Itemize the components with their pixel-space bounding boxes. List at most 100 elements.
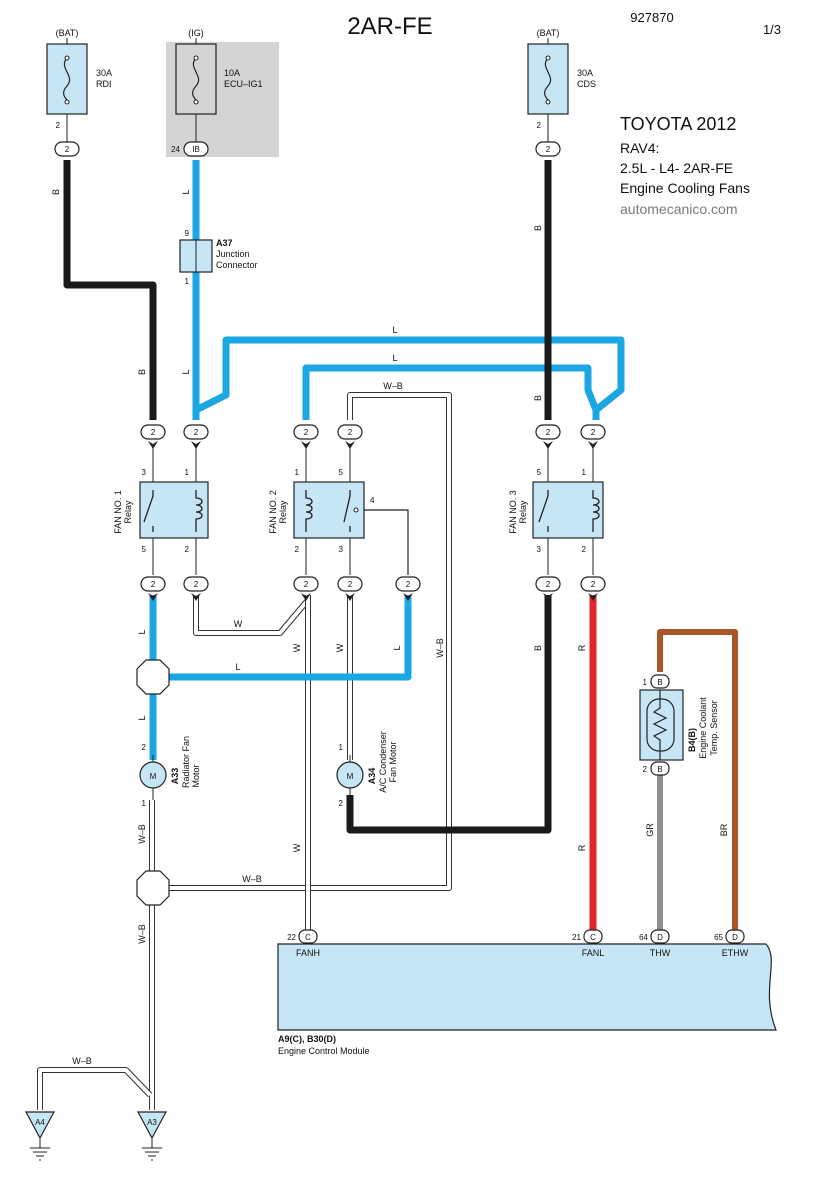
relay3-pin-tl: 5 [537, 468, 542, 477]
connector-label: 2 [591, 428, 596, 437]
ecm-terminal-conn: C [305, 933, 311, 942]
info-website: automecanico.com [620, 201, 738, 217]
switch-icon [538, 490, 549, 532]
info-model: RAV4: [620, 140, 659, 156]
fuse-cds-source: (BAT) [537, 28, 560, 38]
condenser-pin-top: 1 [339, 743, 344, 752]
ground-a3: A3 [136, 1111, 168, 1161]
sensor-conn-top: B [657, 678, 662, 687]
ecm-terminal-pin: 64 [639, 933, 648, 942]
relay-fan-no2: 1 5 4 2 3 FAN NO. 2 Relay [268, 448, 409, 575]
wire-w-relay1-relay2 [193, 595, 311, 636]
ecm-terminal-conn: D [732, 933, 738, 942]
fuse-ig-source: (IG) [188, 28, 204, 38]
ground-a4-label: A4 [35, 1118, 45, 1127]
wire-l-relay2 [302, 364, 600, 420]
sensor-conn-bottom: B [657, 765, 662, 774]
fuse-cds-name: CDS [577, 79, 596, 89]
wire-label: L [181, 189, 191, 194]
relay2-pin-bl: 2 [295, 545, 300, 554]
wire-label: W–B [435, 638, 445, 658]
junction-id: A37 [216, 238, 233, 248]
connector-pin: 24 [171, 145, 180, 154]
ecm-terminal-pin: 65 [714, 933, 723, 942]
arrow-down-icon [148, 441, 158, 449]
coil-icon [195, 490, 203, 532]
relay2-pin-tl: 1 [295, 468, 300, 477]
condenser-id: A34 [367, 768, 377, 785]
fuse-ecu-ig1: (IG) 10A ECU–IG1 [175, 28, 263, 142]
motor-symbol: M [347, 772, 354, 781]
junction-connector-a37: 9 1 A37 Junction Connector [179, 229, 258, 286]
relay-connector: 2 [140, 424, 166, 449]
switch-icon [143, 490, 154, 532]
ecm-name: Engine Control Module [278, 1046, 370, 1056]
wire-label: W [335, 643, 345, 652]
fuse-cds: (BAT) 30A CDS 2 [527, 28, 596, 142]
connector-label: 2 [406, 580, 411, 589]
fuse-rdi-name: RDI [96, 79, 112, 89]
connector-label: 2 [591, 580, 596, 589]
relay1-pin-bl: 5 [142, 545, 147, 554]
thermistor-icon [652, 690, 668, 760]
splice-point-wb [136, 870, 170, 906]
relay-connector: 2 [395, 576, 421, 601]
wire-label: W [292, 843, 302, 852]
radiator-line1: Radiator Fan [181, 736, 191, 788]
sensor-pin-top: 1 [643, 678, 648, 687]
connector-label: 2 [194, 580, 199, 589]
wire-label: W–B [72, 1056, 92, 1066]
doc-number: 927870 [630, 10, 673, 25]
connector-label: 2 [546, 580, 551, 589]
sensor-line1: Engine Coolant [698, 697, 708, 759]
condenser-line1: A/C Condenser [378, 731, 388, 793]
switch-icon [343, 490, 351, 532]
wire-label: L [392, 353, 397, 363]
wire-label: L [392, 325, 397, 335]
fuse-rdi: (BAT) 30A RDI 2 [46, 28, 112, 142]
wire-wb-relay2 [152, 392, 452, 891]
engine-control-module: A9(C), B30(D) Engine Control Module [277, 943, 777, 1056]
wire-label: W–B [383, 381, 403, 391]
relay-fan-no1: 3 1 5 2 FAN NO. 1 Relay [113, 448, 209, 575]
arrow-down-icon [588, 441, 598, 449]
relay3-label2: Relay [518, 500, 528, 524]
junction-name2: Connector [216, 260, 258, 270]
relay-connector: 2 [183, 424, 209, 449]
connector-label: 2 [151, 428, 156, 437]
wire-label: B [533, 395, 543, 401]
connector-label: 2 [151, 580, 156, 589]
relay-connector: 2 [293, 576, 319, 601]
info-system: Engine Cooling Fans [620, 180, 750, 196]
wire-label: L [181, 369, 191, 374]
wire-label: R [577, 844, 587, 851]
wire-labels: B L B L L L W–B B B L L L W W W L W–B B … [51, 189, 729, 1066]
connector-label: 2 [546, 145, 551, 154]
relay1-pin-br: 2 [185, 545, 190, 554]
ecm-terminal-name: ETHW [722, 948, 749, 958]
relay-connector: 2 [535, 576, 561, 601]
relay-connector: 2 [535, 424, 561, 449]
connector-label: 2 [304, 580, 309, 589]
radiator-fan-motor: M 2 1 A33 Radiator Fan Motor [139, 736, 201, 808]
connector-label: IB [192, 145, 200, 154]
arrow-down-icon [345, 441, 355, 449]
arrow-down-icon [588, 593, 598, 601]
condenser-line2: Fan Motor [388, 741, 398, 782]
relay3-label1: FAN NO. 3 [508, 490, 518, 534]
wire-l-upper-loop [194, 336, 625, 420]
fuse-ig-rating: 10A [224, 68, 240, 78]
connector-label: 2 [546, 428, 551, 437]
wire-label: W [234, 619, 243, 629]
info-engine: 2.5L - L4- 2AR-FE [620, 160, 733, 176]
wire-label: B [51, 189, 61, 195]
arrow-down-icon [403, 593, 413, 601]
wire-label: B [137, 369, 147, 375]
motor-symbol: M [150, 772, 157, 781]
coil-icon [305, 490, 313, 532]
wire-label: L [137, 629, 147, 634]
connector-rdi: 2 [54, 141, 80, 157]
wire-label: L [137, 715, 147, 720]
